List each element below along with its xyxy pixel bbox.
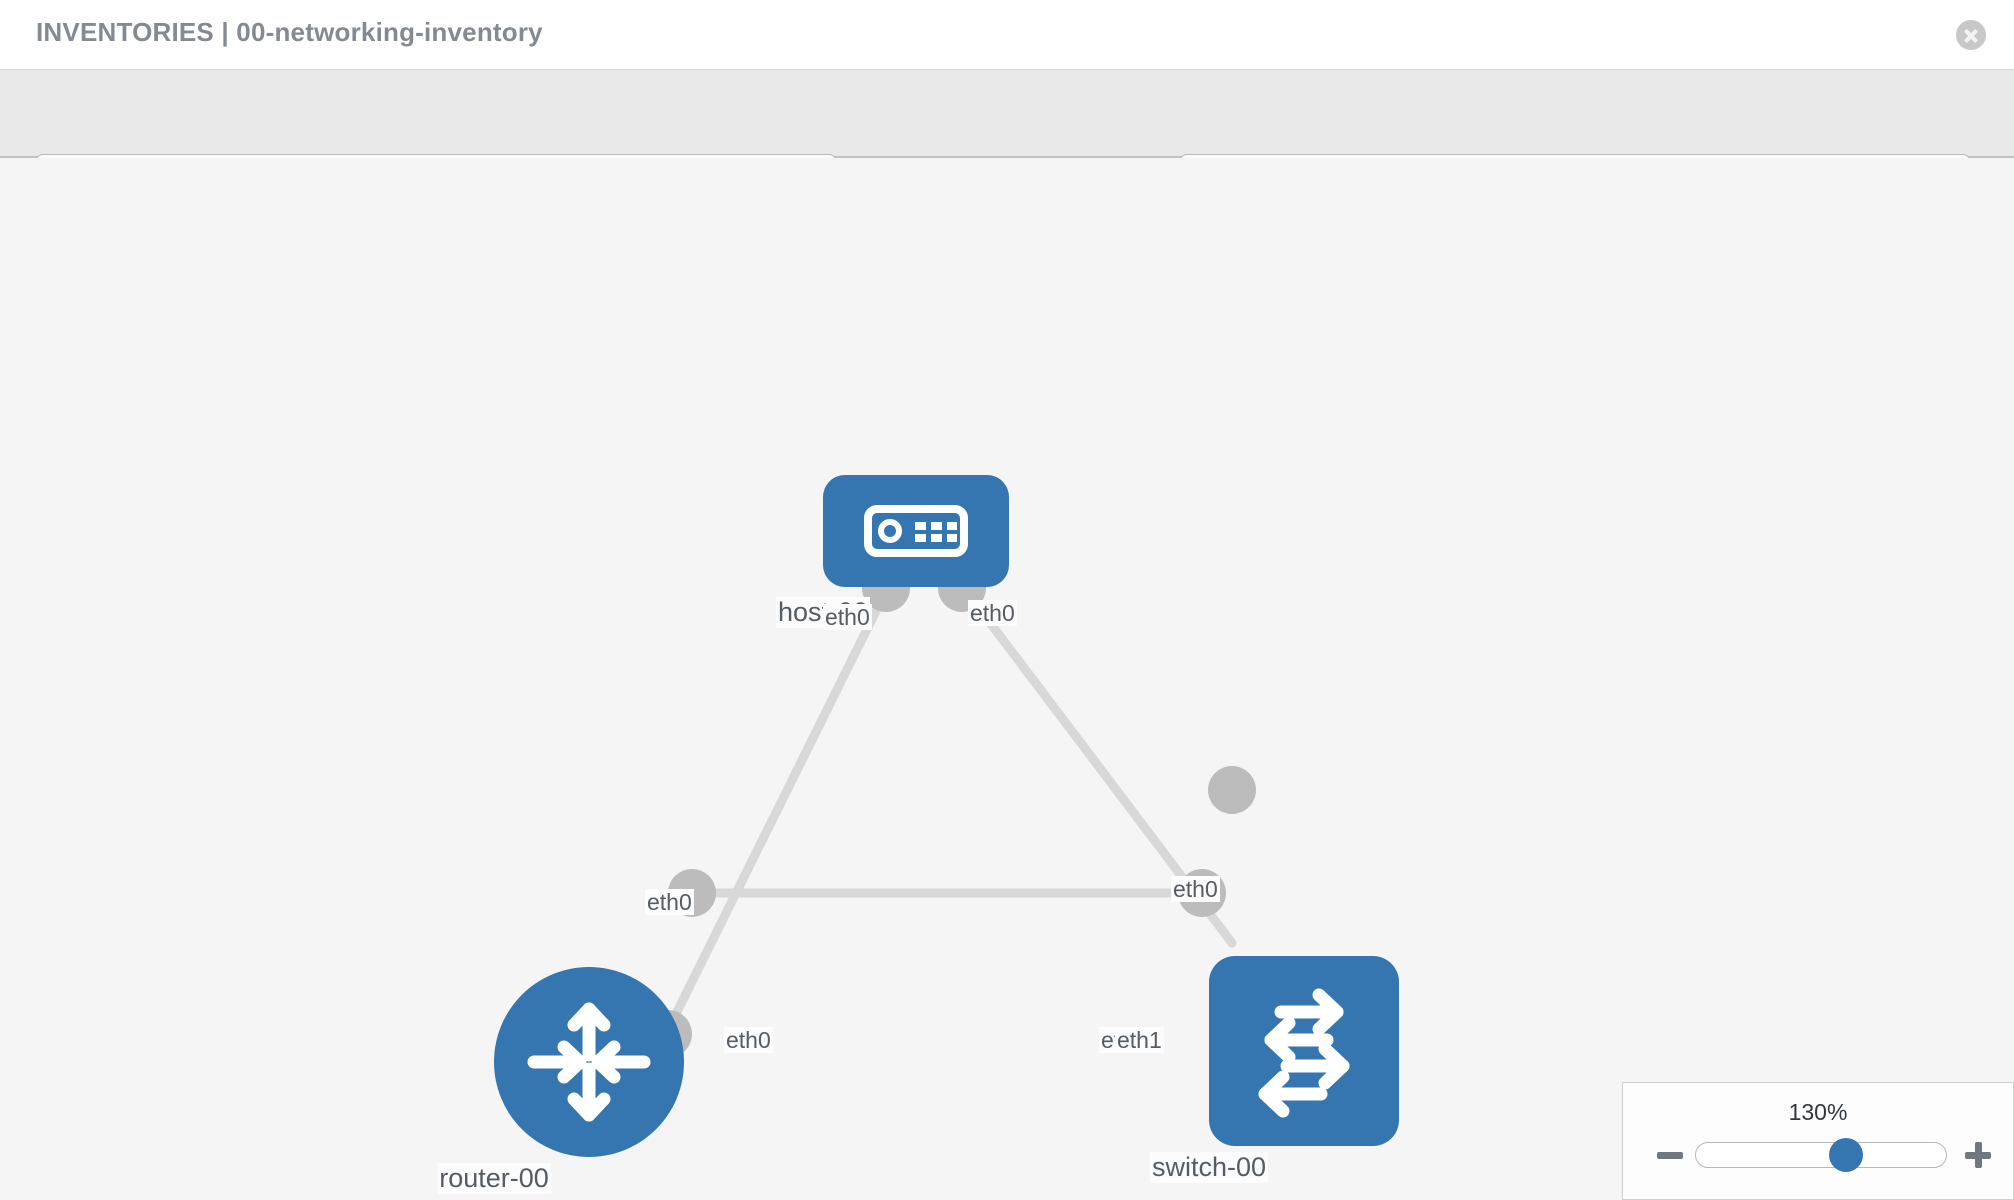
node-router-shape [494, 967, 684, 1157]
zoom-level-value: 130% [1788, 1099, 1848, 1125]
iface-label-router-up: eth0 [645, 889, 694, 916]
switch-arrows-icon [1258, 988, 1350, 1118]
iface-label-host-right: eth0 [968, 600, 1017, 627]
zoom-slider-row [1623, 1135, 2013, 1175]
zoom-slider-thumb[interactable] [1829, 1138, 1863, 1172]
node-router-00-label: router-00 [437, 1163, 551, 1194]
page-title: INVENTORIES | 00-networking-inventory [36, 17, 543, 47]
node-switch-shape [1209, 956, 1399, 1146]
connector-switch-up [1208, 766, 1256, 814]
toolbar: ACTIONS SEARCH [0, 70, 2014, 214]
router-arrows-icon [527, 1002, 651, 1122]
node-switch-00-label: switch-00 [1149, 1152, 1269, 1183]
iface-label-router-right: eth0 [724, 1027, 773, 1054]
close-icon[interactable] [1956, 20, 1986, 50]
minus-icon[interactable] [1657, 1142, 1683, 1168]
iface-label-switch-left: eth1 [1115, 1027, 1164, 1054]
plus-icon[interactable] [1965, 1142, 1991, 1168]
page-header: INVENTORIES | 00-networking-inventory [0, 0, 2014, 70]
topology-canvas[interactable]: host-00 [0, 158, 2014, 1200]
zoom-slider-track[interactable] [1695, 1138, 1947, 1172]
topology-graph [644, 564, 1256, 1058]
zoom-control-panel: 130% [1622, 1082, 2014, 1200]
iface-label-switch-up: eth0 [1171, 876, 1220, 903]
server-icon [864, 505, 968, 557]
iface-label-host-left: eth0 [823, 604, 872, 631]
edge-host-router [659, 578, 895, 1043]
node-host-shape [823, 475, 1009, 587]
